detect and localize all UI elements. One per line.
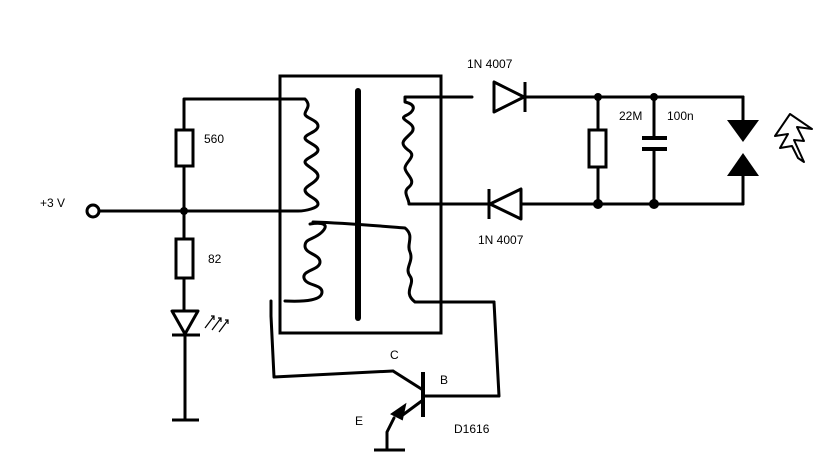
collector-label: C bbox=[390, 348, 399, 362]
transistor-circuit bbox=[269, 299, 501, 452]
spark-electrode-top bbox=[727, 120, 759, 142]
capacitor-label: 100n bbox=[667, 109, 694, 123]
wire-collector bbox=[269, 299, 395, 379]
diode-top-label: 1N 4007 bbox=[467, 57, 513, 71]
spark-icon bbox=[774, 113, 813, 163]
resistor-560-label: 560 bbox=[204, 132, 224, 146]
wire-top-rail bbox=[182, 97, 288, 132]
feedback-coil-right bbox=[311, 220, 496, 304]
transistor-emitter-arrow bbox=[390, 402, 407, 421]
feedback-coil-left bbox=[283, 221, 327, 303]
led-symbol bbox=[170, 309, 229, 337]
resistor-560 bbox=[174, 128, 195, 168]
wire-base bbox=[423, 300, 501, 398]
diode-bottom bbox=[487, 187, 523, 221]
resistor-22m-label: 22M bbox=[619, 109, 642, 123]
primary-coil-upper bbox=[284, 97, 320, 213]
transistor-collector-lead bbox=[392, 369, 424, 392]
transistor-model-label: D1616 bbox=[454, 422, 490, 436]
transformer bbox=[278, 74, 496, 335]
supply-network bbox=[85, 97, 288, 422]
output-section bbox=[487, 80, 813, 221]
diode-bottom-label: 1N 4007 bbox=[478, 233, 524, 247]
wire-emitter-ground bbox=[385, 416, 396, 452]
resistor-82 bbox=[174, 237, 195, 280]
emitter-label: E bbox=[355, 414, 363, 428]
spark-electrode-bottom bbox=[727, 153, 759, 176]
diode-top bbox=[492, 80, 527, 114]
secondary-coil bbox=[401, 95, 490, 206]
supply-terminal bbox=[85, 203, 101, 219]
base-label: B bbox=[440, 373, 448, 387]
supply-label: +3 V bbox=[40, 196, 65, 210]
resistor-82-label: 82 bbox=[208, 252, 222, 266]
resistor-22m bbox=[587, 128, 608, 169]
